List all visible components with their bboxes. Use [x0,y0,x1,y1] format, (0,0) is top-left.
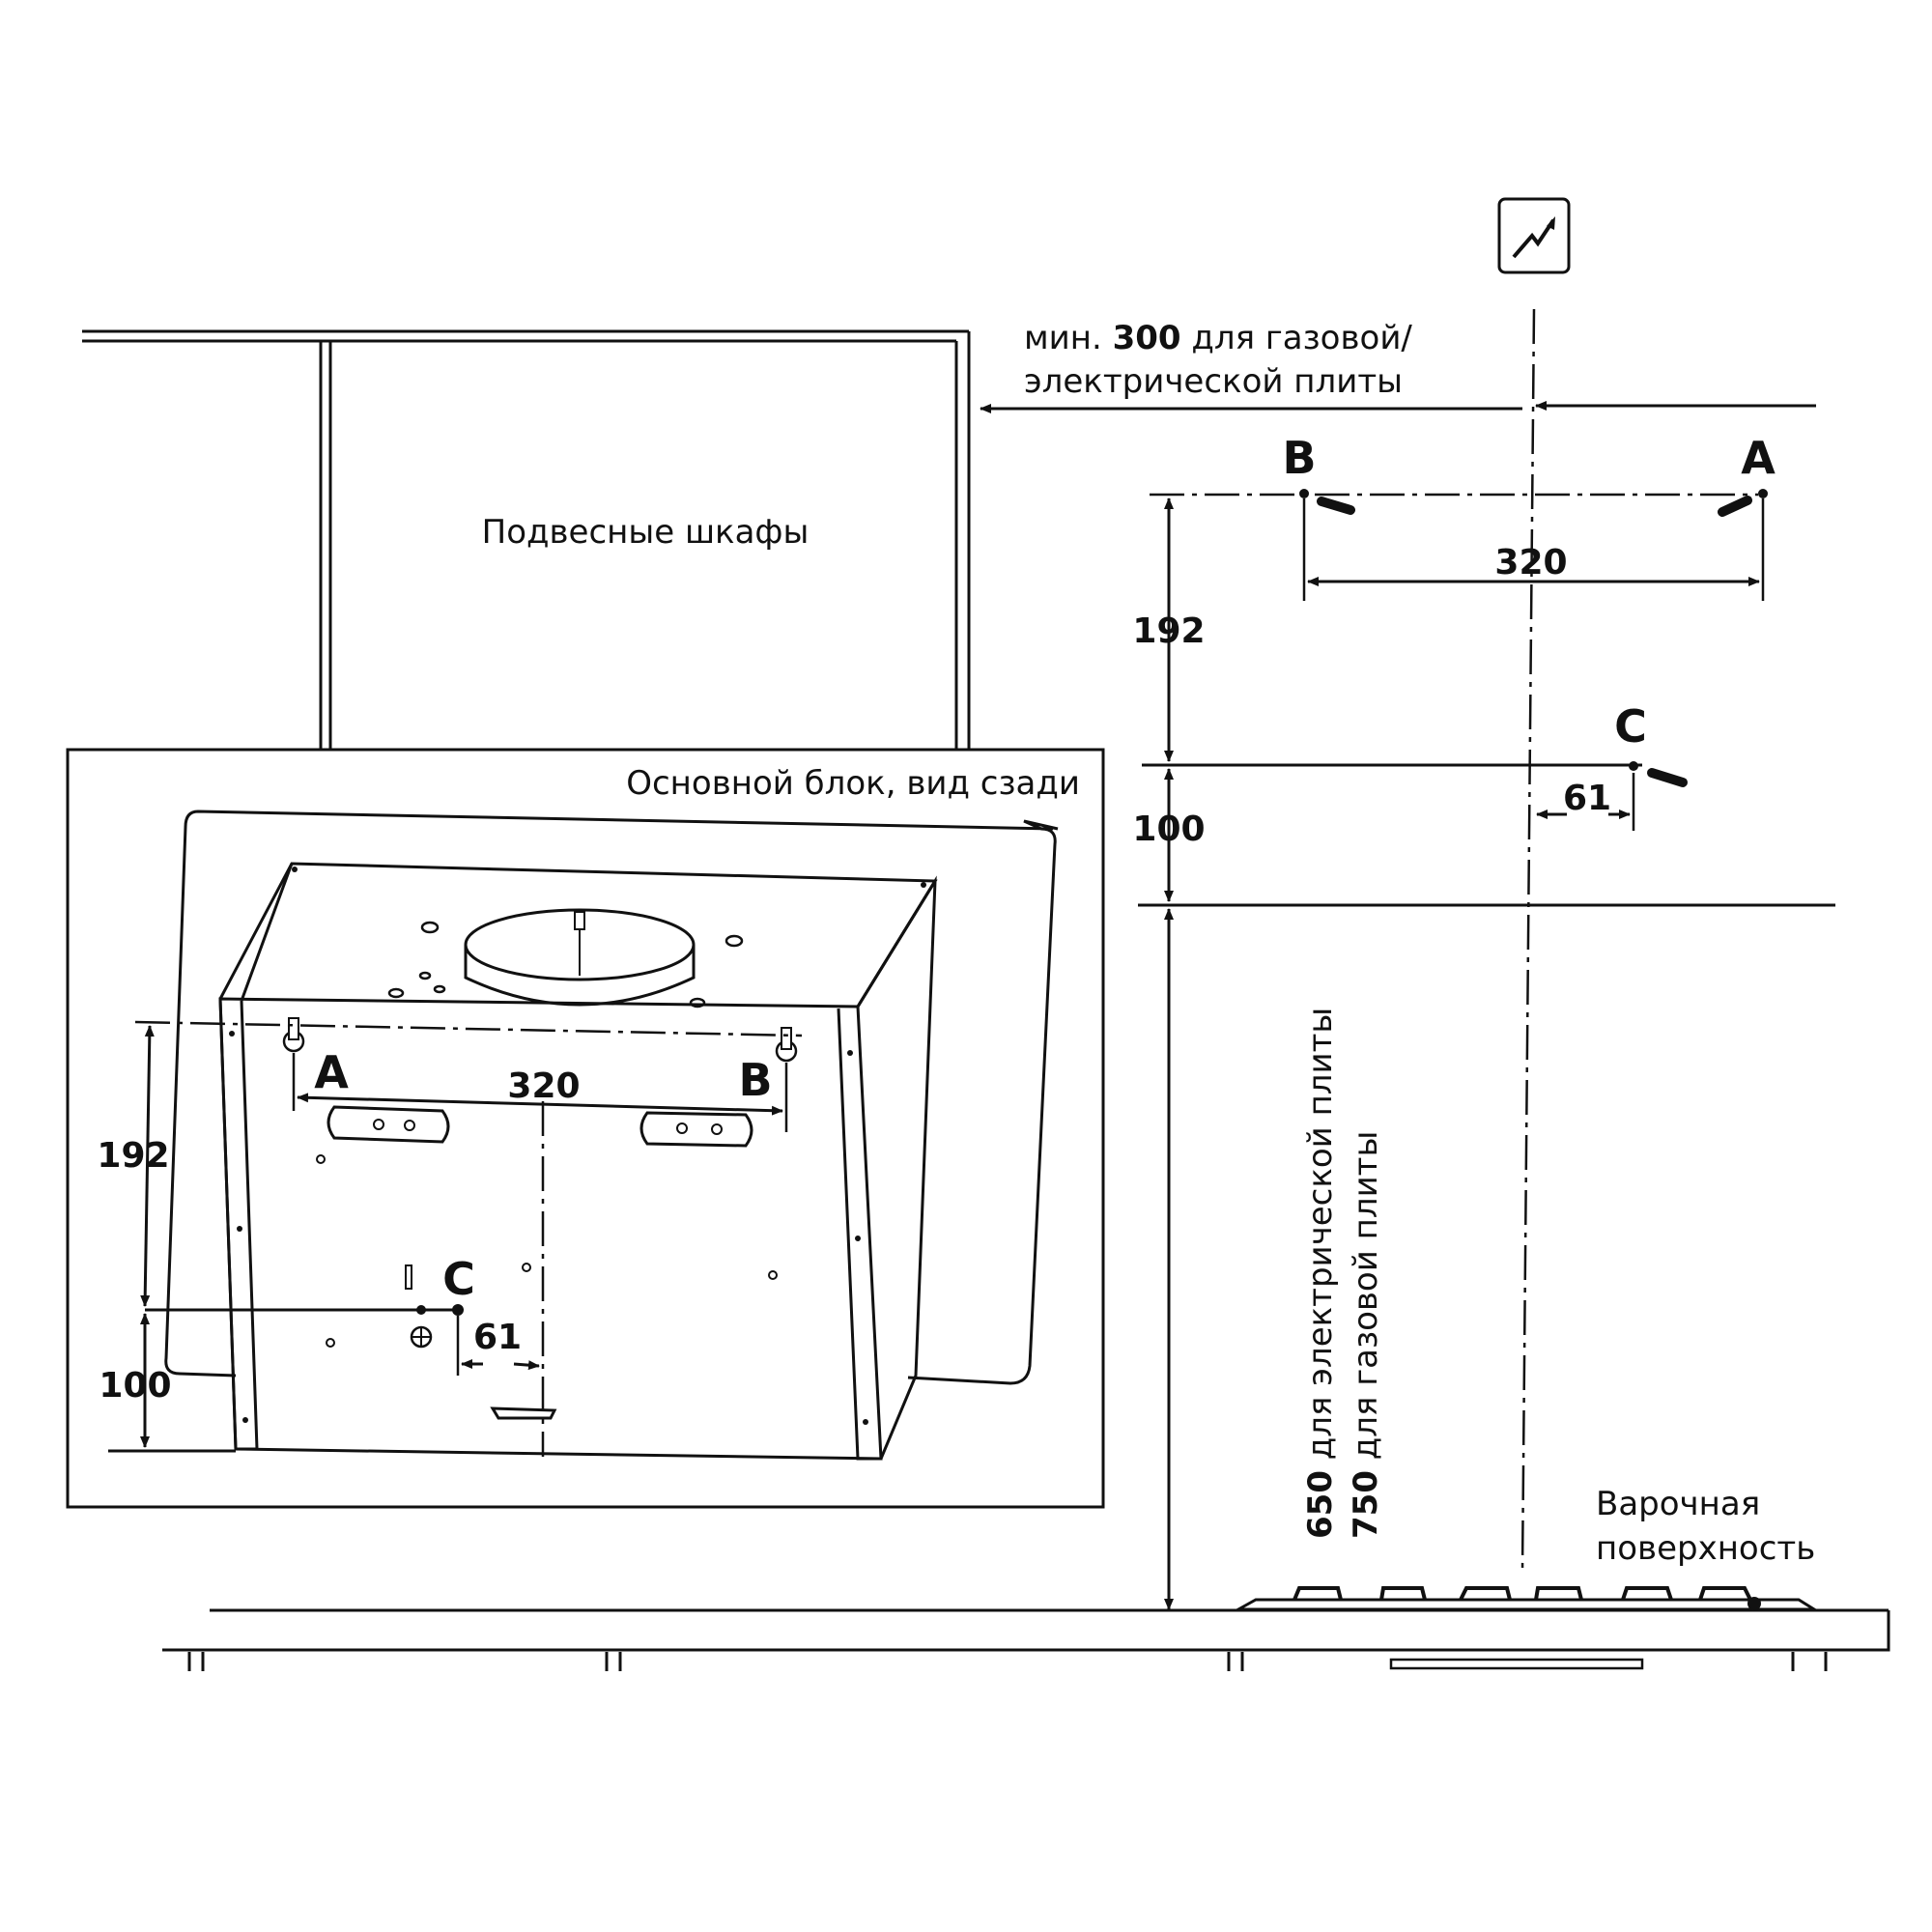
clearance-text-line2: электрической плиты [1024,362,1403,401]
wall-dimension-100-label: 100 [1132,810,1205,849]
keyhole-slot-a [282,1017,305,1053]
hood-glass-panel [164,810,1059,1385]
rear-dimension-192-label: 192 [97,1136,169,1176]
wall-hole-a [1718,489,1768,517]
rear-dimension-320-label: 320 [507,1066,580,1106]
wall-dimension-192-label: 192 [1132,611,1205,651]
wall-dimension-61 [1536,773,1635,831]
wall-label-b: B [1282,432,1316,484]
wall-hole-c [1629,761,1688,787]
rear-vertical-dimensions [140,1025,155,1448]
height-gas-text: 750 для газовой плиты [1347,1131,1385,1539]
center-axis [1520,308,1536,1572]
electric-outlet-icon [1497,197,1571,274]
wall-dimension-320 [1302,498,1765,601]
wall-cabinets [82,329,971,749]
hob [1233,1586,1820,1611]
keyhole-slot-b [775,1027,798,1063]
clearance-text-line1: мин. 300 для газовой/ [1024,319,1412,357]
rear-dimension-61 [456,1316,540,1376]
rear-label-a: A [314,1046,349,1098]
rear-dimension-100-label: 100 [99,1366,171,1406]
wall-label-a: A [1741,432,1776,484]
hob-label-line1: Варочная [1596,1485,1760,1523]
clearance-dimension-arrows [980,401,1816,413]
exhaust-collar [464,908,696,1007]
rear-label-b: B [738,1054,772,1106]
rear-view-frame [66,748,1105,1509]
rear-reference-lines [108,1020,803,1457]
wall-cabinets-label: Подвесные шкафы [482,513,810,552]
mounting-bracket-left [327,1105,450,1144]
height-electric-text: 650 для электрической плиты [1301,1008,1340,1539]
rear-dimension-320 [292,1053,788,1132]
rear-dimension-61-label: 61 [473,1318,522,1357]
rear-view-title: Основной блок, вид сзади [626,764,1080,803]
wall-dimension-61-label: 61 [1563,779,1611,818]
hood-body [218,862,938,1461]
countertop [162,1608,1890,1671]
wall-reference-lines [1138,493,1835,907]
body-holes [316,1154,778,1420]
top-panel-holes [387,921,744,1009]
wall-dimension-320-label: 320 [1494,543,1567,582]
hob-label-line2: поверхность [1596,1529,1815,1568]
mounting-bracket-right [639,1111,753,1148]
wall-label-c: C [1614,700,1647,753]
rear-label-c: C [442,1253,475,1305]
wall-hole-b [1299,489,1355,515]
